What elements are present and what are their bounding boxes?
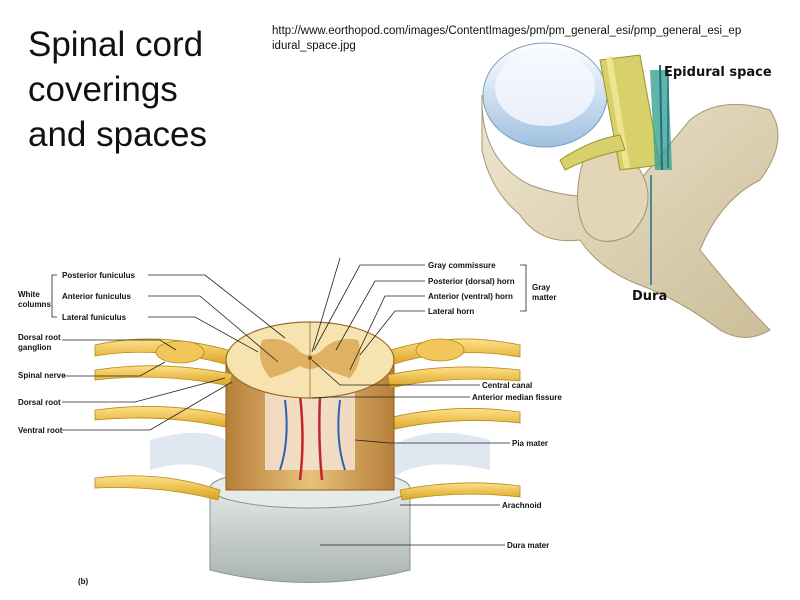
vertebra-illustration: Epidural space Dura <box>481 42 779 338</box>
label-gray-matter-2: matter <box>532 293 556 302</box>
label-posterior-funiculus: Posterior funiculus <box>62 271 135 280</box>
label-posterior-horn: Posterior (dorsal) horn <box>428 277 515 286</box>
label-gray-matter: Gray <box>532 283 551 292</box>
dorsal-root-ganglion <box>155 340 205 364</box>
label-central-canal: Central canal <box>482 381 532 390</box>
label-white-columns-2: columns <box>18 300 51 309</box>
label-dura-mater: Dura mater <box>507 541 549 550</box>
cord-labels: Posterior funiculus Anterior funiculus L… <box>18 261 562 586</box>
label-dorsal-root: Dorsal root <box>18 398 61 407</box>
label-dorsal-root-ganglion: Dorsal root <box>18 333 61 342</box>
label-arachnoid: Arachnoid <box>502 501 542 510</box>
label-pia-mater: Pia mater <box>512 439 548 448</box>
label-gray-commissure: Gray commissure <box>428 261 496 270</box>
label-panel-b: (b) <box>78 577 89 586</box>
label-lateral-horn: Lateral horn <box>428 307 474 316</box>
label-anterior-funiculus: Anterior funiculus <box>62 292 131 301</box>
label-spinal-nerve: Spinal nerve <box>18 371 66 380</box>
label-anterior-median-fissure: Anterior median fissure <box>472 393 562 402</box>
spinal-cord-illustration <box>94 321 521 583</box>
label-dura: Dura <box>632 289 667 304</box>
label-dorsal-root-ganglion-2: ganglion <box>18 343 51 352</box>
label-epidural-space: Epidural space <box>664 65 772 80</box>
leader-lines <box>51 257 527 546</box>
label-anterior-horn: Anterior (ventral) horn <box>428 292 513 301</box>
slide-title: Spinal cord coverings and spaces <box>28 25 208 154</box>
label-lateral-funiculus: Lateral funiculus <box>62 313 127 322</box>
label-ventral-root: Ventral root <box>18 426 63 435</box>
source-url: http://www.eorthopod.com/images/ContentI… <box>272 25 742 52</box>
label-white-columns: White <box>18 290 40 299</box>
